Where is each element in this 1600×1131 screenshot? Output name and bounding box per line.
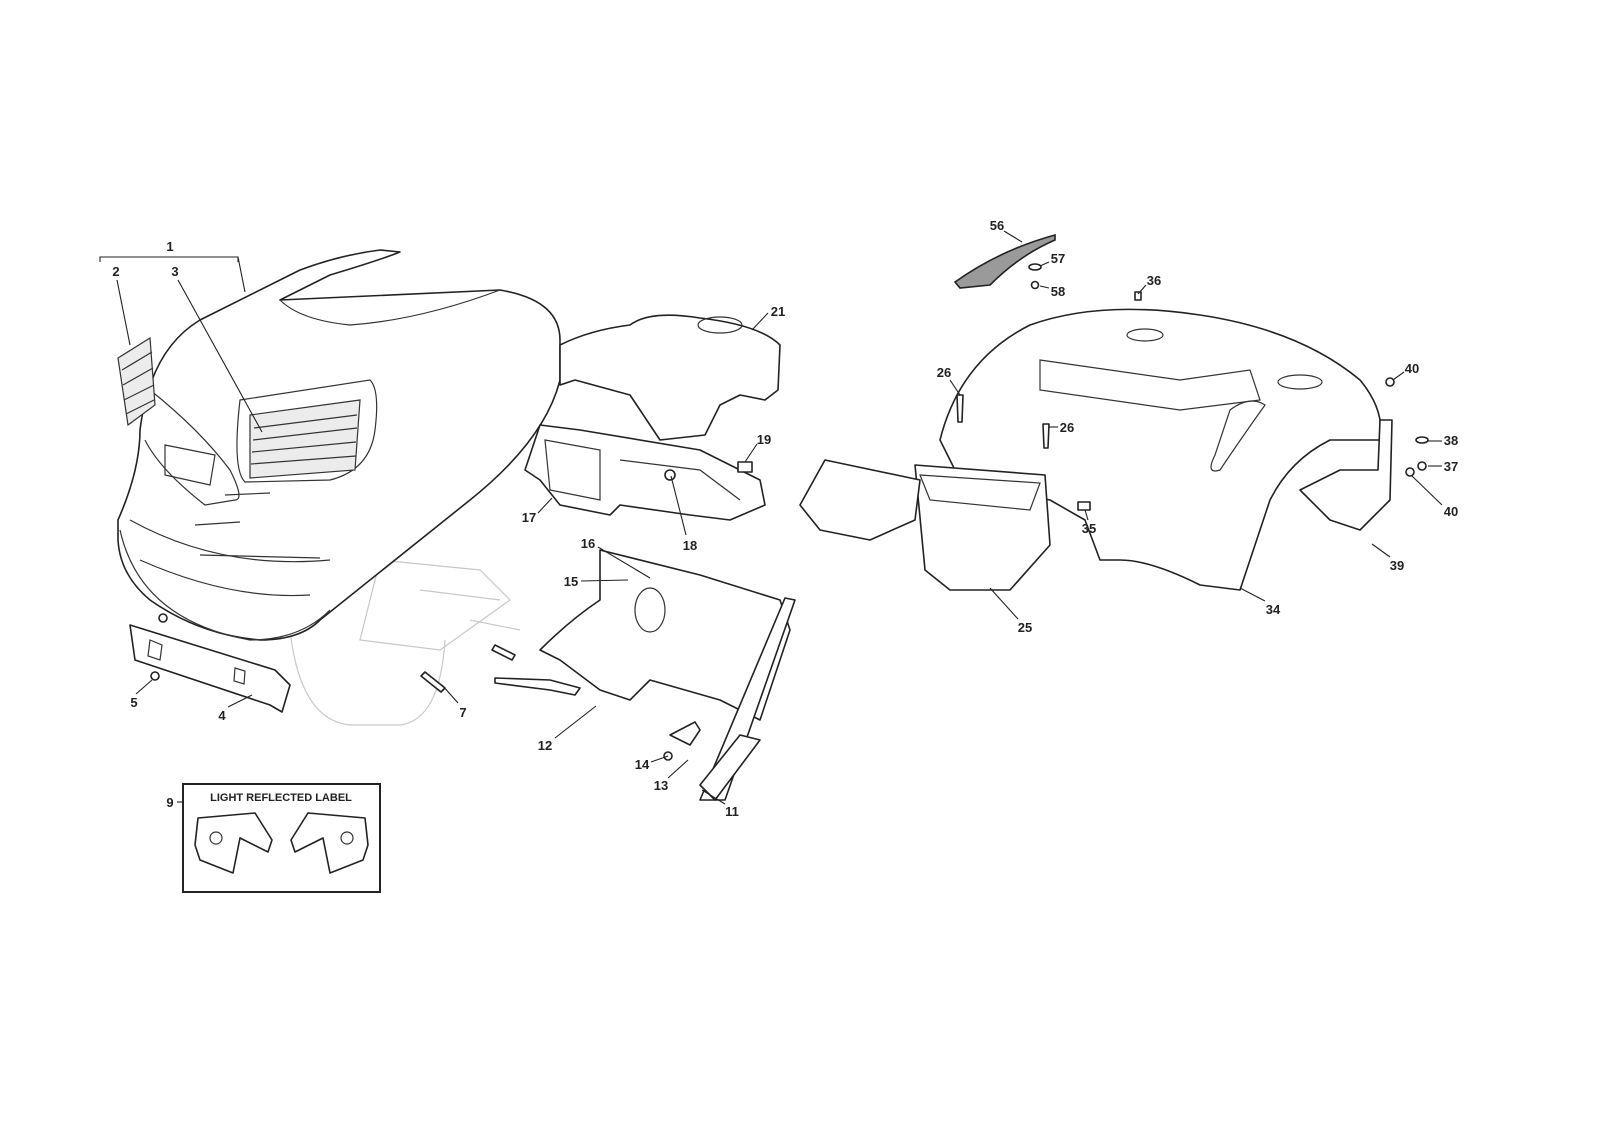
callout-7: 7 bbox=[459, 705, 466, 720]
callout-1: 1 bbox=[166, 239, 173, 254]
callout-57: 57 bbox=[1051, 251, 1065, 266]
tray-part-17 bbox=[524, 424, 766, 521]
callout-56: 56 bbox=[990, 218, 1004, 233]
callout-21: 21 bbox=[771, 304, 785, 319]
nut-part-58 bbox=[1030, 280, 1040, 290]
callout-35: 35 bbox=[1082, 521, 1096, 536]
lower-panel bbox=[539, 549, 791, 721]
callout-19: 19 bbox=[757, 432, 771, 447]
clip-part-13 bbox=[669, 721, 701, 746]
screw-part-37 bbox=[1417, 461, 1427, 471]
callout-36: 36 bbox=[1147, 273, 1161, 288]
callout-37: 37 bbox=[1444, 459, 1458, 474]
callout-13: 13 bbox=[654, 778, 668, 793]
callout-26: 26 bbox=[937, 365, 951, 380]
bolt-part-26b bbox=[1042, 423, 1050, 449]
screw-part-5 bbox=[150, 671, 160, 681]
callout-25: 25 bbox=[1018, 620, 1032, 635]
callout-12: 12 bbox=[538, 738, 552, 753]
side-panel-part-11 bbox=[699, 597, 796, 801]
washer-part-38 bbox=[1415, 436, 1429, 444]
dash-cover-part-21 bbox=[559, 314, 781, 441]
washer-part-57 bbox=[1028, 263, 1042, 271]
screw-part-40 bbox=[1385, 377, 1395, 387]
callout-4: 4 bbox=[218, 708, 226, 723]
callout-34: 34 bbox=[1266, 602, 1281, 617]
bolt-part-7 bbox=[420, 671, 446, 693]
callout-58: 58 bbox=[1051, 284, 1065, 299]
rod bbox=[494, 677, 581, 696]
callout-17: 17 bbox=[522, 510, 536, 525]
handle-part-56 bbox=[953, 233, 1056, 289]
callout-15: 15 bbox=[564, 574, 578, 589]
screw-part-18 bbox=[664, 469, 676, 481]
callout-16: 16 bbox=[581, 536, 595, 551]
clip-part-35 bbox=[1077, 501, 1091, 511]
storage-box-part-25 bbox=[914, 464, 1051, 591]
callout-40: 40 bbox=[1405, 361, 1419, 376]
callout-14: 14 bbox=[635, 757, 650, 772]
clip-part-19 bbox=[737, 461, 753, 473]
light-reflected-label-box: LIGHT REFLECTED LABEL bbox=[182, 783, 381, 893]
callout-26: 26 bbox=[1060, 420, 1074, 435]
callout-2: 2 bbox=[112, 264, 119, 279]
box-lid bbox=[799, 459, 921, 541]
callout-labels: 1 2 3 21 19 17 18 16 15 12 14 13 11 7 5 … bbox=[112, 218, 1458, 819]
callout-9: 9 bbox=[166, 795, 173, 810]
screw bbox=[158, 613, 168, 623]
reflector-label-right bbox=[290, 812, 369, 874]
callout-18: 18 bbox=[683, 538, 697, 553]
lens-part-2 bbox=[117, 336, 156, 427]
label-box-title: LIGHT REFLECTED LABEL bbox=[210, 792, 352, 804]
bolt bbox=[491, 644, 516, 661]
callout-40: 40 bbox=[1444, 504, 1458, 519]
leader-lines bbox=[99, 230, 1443, 805]
callout-11: 11 bbox=[725, 804, 739, 819]
bolt-part-26 bbox=[956, 394, 964, 423]
reflector-label-left bbox=[194, 812, 273, 874]
bracket-part-39 bbox=[1299, 419, 1393, 531]
bracket-part-4 bbox=[129, 624, 291, 713]
bolt-part-36 bbox=[1134, 291, 1142, 301]
callout-3: 3 bbox=[171, 264, 178, 279]
hood-part-1 bbox=[117, 249, 561, 641]
rear-fender-part-34 bbox=[939, 308, 1382, 591]
callout-38: 38 bbox=[1444, 433, 1458, 448]
callout-39: 39 bbox=[1390, 558, 1404, 573]
callout-5: 5 bbox=[130, 695, 137, 710]
screw-part-40b bbox=[1405, 467, 1415, 477]
